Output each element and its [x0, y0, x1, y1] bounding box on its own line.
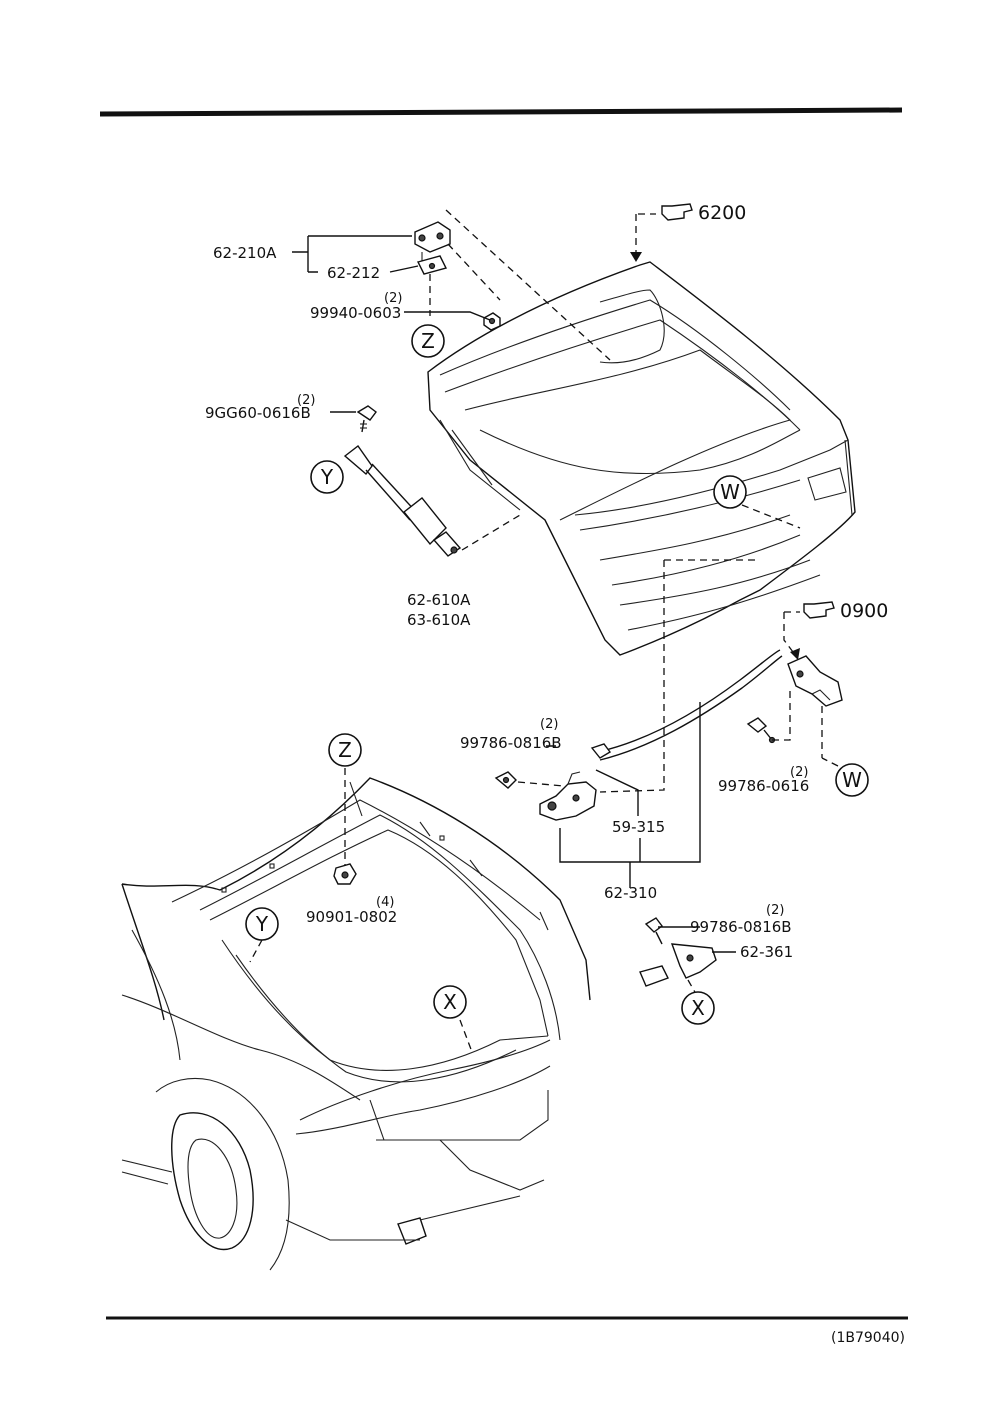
qty-99786-0816B-striker: (2) — [766, 903, 784, 918]
ref-mark-x-right-label: X — [691, 996, 705, 1020]
ref-mark-z-top: Z — [411, 324, 445, 358]
gas-damper-part — [343, 444, 462, 557]
pointing-hand-icon — [661, 203, 693, 221]
striker-part — [639, 943, 717, 987]
ref-mark-w-right: W — [835, 763, 869, 797]
label-62-610A: 62-610A — [407, 591, 471, 609]
label-62-210A: 62-210A — [213, 244, 277, 262]
callout-6200-label: 6200 — [698, 202, 746, 224]
label-99940-0603: 99940-0603 — [310, 304, 401, 322]
latch-rod-part — [597, 649, 781, 753]
vehicle-body-drawing — [121, 777, 591, 1271]
label-99786-0616: 99786-0616 — [718, 777, 809, 795]
callout-0900-label: 0900 — [840, 600, 888, 622]
damper-bolt-part — [356, 405, 377, 433]
qty-99940-0603: (2) — [384, 291, 402, 306]
label-63-610A: 63-610A — [407, 611, 471, 629]
ref-mark-w-top-label: W — [720, 480, 740, 504]
ref-mark-y-top-label: Y — [320, 465, 334, 489]
hinge-nut-part — [483, 312, 501, 331]
w-dash-leaders — [741, 504, 839, 767]
callout-0900[interactable]: 0900 — [783, 600, 888, 660]
latch-bolt-part — [494, 771, 517, 789]
qty-9GG60-0616B: (2) — [297, 393, 315, 408]
ref-mark-x-bottom: X — [433, 985, 467, 1019]
ref-mark-x-right: X — [681, 991, 715, 1025]
latch-rod-clip — [590, 743, 612, 759]
drawing-code: (1B79040) — [831, 1330, 905, 1346]
lock-dash-lines — [772, 690, 823, 758]
callout-6200[interactable]: 6200 — [630, 202, 746, 262]
label-leaders — [292, 235, 736, 953]
latch-dash-lines — [517, 559, 760, 793]
label-9GG60-0616B: 9GG60-0616B — [205, 404, 311, 422]
hinge-part — [414, 221, 451, 275]
hinge-dash-lines — [429, 209, 611, 361]
ref-mark-y-top: Y — [310, 460, 344, 494]
striker-bolt-part — [644, 917, 663, 945]
pointing-hand-icon — [803, 601, 835, 619]
ref-mark-y-bottom-label: Y — [255, 912, 269, 936]
label-59-315: 59-315 — [612, 818, 665, 836]
qty-99786-0816B-latch: (2) — [540, 717, 558, 732]
damper-dash-line — [461, 514, 521, 551]
top-rule — [99, 107, 903, 117]
ref-mark-w-top: W — [713, 475, 747, 509]
ref-mark-z-bottom-label: Z — [338, 738, 352, 762]
lock-bolt-part — [746, 717, 776, 744]
label-99786-0816B-striker: 99786-0816B — [690, 918, 792, 936]
ref-mark-w-right-label: W — [842, 768, 862, 792]
liftgate-drawing — [427, 261, 856, 656]
ref-mark-z-top-label: Z — [421, 329, 435, 353]
y-x-dash-leaders — [249, 939, 473, 1053]
label-62-212: 62-212 — [327, 264, 380, 282]
ref-mark-z-bottom: Z — [328, 733, 362, 767]
qty-90901-0802: (4) — [376, 895, 394, 910]
lock-cylinder-part — [787, 655, 843, 707]
label-62-310: 62-310 — [604, 884, 657, 902]
label-99786-0816B-latch: 99786-0816B — [460, 734, 562, 752]
latch-part — [539, 771, 597, 821]
body-nut-part — [333, 863, 357, 885]
qty-99786-0616: (2) — [790, 765, 808, 780]
label-62-361: 62-361 — [740, 943, 793, 961]
ref-mark-x-bottom-label: X — [443, 990, 457, 1014]
label-90901-0802: 90901-0802 — [306, 908, 397, 926]
ref-mark-y-bottom: Y — [245, 907, 279, 941]
latch-bracket-lines — [559, 702, 701, 888]
